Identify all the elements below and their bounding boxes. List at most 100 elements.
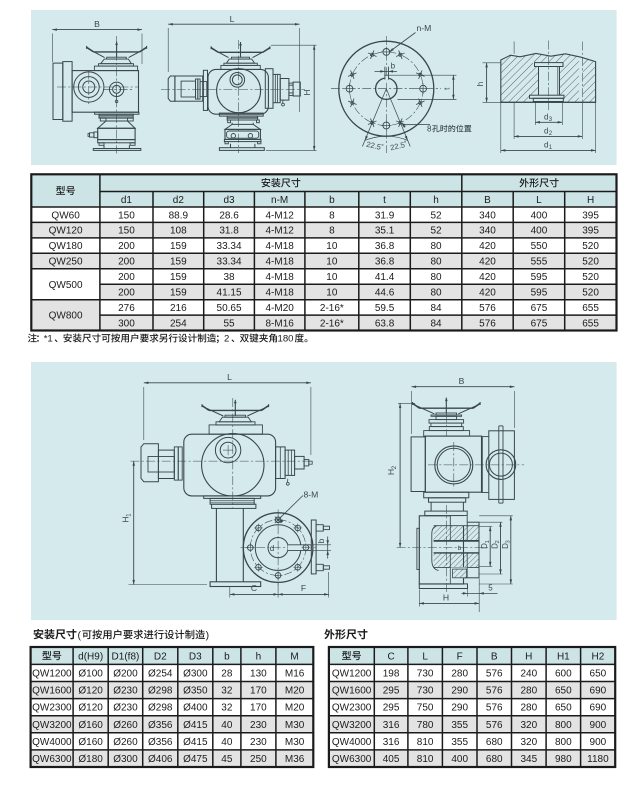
svg-text:316: 316 [383, 720, 400, 731]
svg-text:Ø298: Ø298 [148, 686, 173, 697]
svg-text:QW1600: QW1600 [32, 686, 72, 697]
svg-text:Ø415: Ø415 [183, 720, 208, 731]
svg-text:88.9: 88.9 [169, 210, 189, 221]
svg-text:595: 595 [531, 288, 548, 299]
svg-text:8: 8 [329, 226, 335, 237]
svg-text:QW6300: QW6300 [332, 754, 372, 765]
svg-text:198: 198 [383, 669, 400, 680]
svg-text:*1: *1 [44, 334, 53, 345]
svg-text:M30: M30 [285, 737, 305, 748]
svg-text:80: 80 [430, 257, 442, 268]
svg-text:240: 240 [520, 669, 537, 680]
svg-text:200: 200 [118, 288, 135, 299]
svg-text:Ø100: Ø100 [78, 669, 103, 680]
svg-text:63.8: 63.8 [375, 318, 395, 329]
svg-text:810: 810 [417, 754, 434, 765]
svg-text:QW2300: QW2300 [32, 703, 72, 714]
svg-text:d1: d1 [121, 195, 133, 206]
svg-text:900: 900 [590, 720, 607, 731]
svg-text:M30: M30 [285, 720, 305, 731]
svg-text:52: 52 [430, 210, 442, 221]
svg-text:41.15: 41.15 [217, 288, 242, 299]
svg-text:h: h [256, 651, 262, 662]
svg-text:576: 576 [486, 686, 503, 697]
svg-text:QW1200: QW1200 [332, 669, 372, 680]
svg-text:M20: M20 [285, 686, 305, 697]
svg-text:H2: H2 [592, 651, 605, 662]
svg-text:316: 316 [383, 737, 400, 748]
svg-text:680: 680 [486, 754, 503, 765]
svg-text:Ø200: Ø200 [113, 669, 138, 680]
svg-text:L: L [230, 14, 235, 24]
svg-text:520: 520 [582, 257, 599, 268]
svg-text:150: 150 [118, 226, 135, 237]
svg-text:355: 355 [451, 720, 468, 731]
svg-text:1180: 1180 [587, 754, 609, 765]
svg-text:Ø356: Ø356 [148, 737, 173, 748]
svg-text:Ø406: Ø406 [148, 754, 173, 765]
svg-text:35.1: 35.1 [375, 226, 395, 237]
svg-text:QW180: QW180 [49, 241, 83, 252]
svg-text:B: B [94, 19, 100, 29]
svg-text:810: 810 [417, 737, 434, 748]
svg-text:B: B [491, 651, 498, 662]
svg-text:Ø120: Ø120 [78, 686, 103, 697]
svg-text:H: H [302, 89, 312, 95]
svg-text:Ø160: Ø160 [78, 720, 103, 731]
svg-text:QW120: QW120 [49, 226, 83, 237]
svg-text:28.6: 28.6 [219, 210, 239, 221]
svg-text:F: F [301, 583, 306, 593]
svg-text:254: 254 [170, 318, 187, 329]
svg-text:QW800: QW800 [49, 311, 83, 322]
svg-text:4-M18: 4-M18 [265, 288, 294, 299]
svg-text:8-M: 8-M [304, 490, 319, 500]
svg-text:576: 576 [486, 669, 503, 680]
svg-text:(: ( [78, 629, 82, 641]
svg-text:520: 520 [582, 288, 599, 299]
svg-text:32: 32 [221, 703, 233, 714]
svg-text:QW4000: QW4000 [332, 737, 372, 748]
svg-text:750: 750 [417, 703, 434, 714]
svg-text:576: 576 [479, 303, 496, 314]
svg-text:108: 108 [170, 226, 187, 237]
svg-text:655: 655 [582, 303, 599, 314]
svg-text:295: 295 [383, 686, 400, 697]
svg-text:576: 576 [486, 703, 503, 714]
svg-text:B: B [459, 376, 465, 386]
svg-text:C: C [251, 583, 257, 593]
svg-text:Ø254: Ø254 [148, 669, 173, 680]
svg-text:d3: d3 [223, 195, 235, 206]
svg-text:59.5: 59.5 [375, 303, 395, 314]
svg-text:200: 200 [118, 272, 135, 283]
svg-text:Ø230: Ø230 [113, 686, 138, 697]
svg-text:Ø260: Ø260 [113, 737, 138, 748]
svg-text:L: L [422, 651, 428, 662]
svg-text:180: 180 [278, 334, 294, 345]
svg-text:QW250: QW250 [49, 257, 83, 268]
svg-text:80: 80 [430, 288, 442, 299]
svg-text:3: 3 [505, 540, 511, 543]
svg-text:41.4: 41.4 [375, 272, 395, 283]
svg-text:Ø230: Ø230 [113, 703, 138, 714]
svg-text:Ø400: Ø400 [183, 703, 208, 714]
svg-text:n-M: n-M [271, 195, 288, 206]
svg-text:QW1200: QW1200 [32, 669, 72, 680]
svg-text:31.9: 31.9 [375, 210, 395, 221]
svg-text:690: 690 [590, 703, 607, 714]
svg-text:Ø356: Ø356 [148, 720, 173, 731]
svg-text:2-16*: 2-16* [320, 318, 344, 329]
svg-text:320: 320 [520, 720, 537, 731]
svg-text:595: 595 [531, 272, 548, 283]
svg-text:L: L [227, 372, 232, 382]
svg-text:Ø260: Ø260 [113, 720, 138, 731]
svg-text:b: b [329, 195, 335, 206]
svg-text:216: 216 [170, 303, 187, 314]
svg-text:290: 290 [451, 686, 468, 697]
svg-text:h: h [433, 195, 439, 206]
svg-text:QW4000: QW4000 [32, 737, 72, 748]
svg-text:h: h [476, 82, 485, 86]
svg-text:400: 400 [531, 210, 548, 221]
svg-text:250: 250 [250, 754, 267, 765]
svg-text:QW3200: QW3200 [32, 720, 72, 731]
svg-text:4-M12: 4-M12 [265, 226, 294, 237]
